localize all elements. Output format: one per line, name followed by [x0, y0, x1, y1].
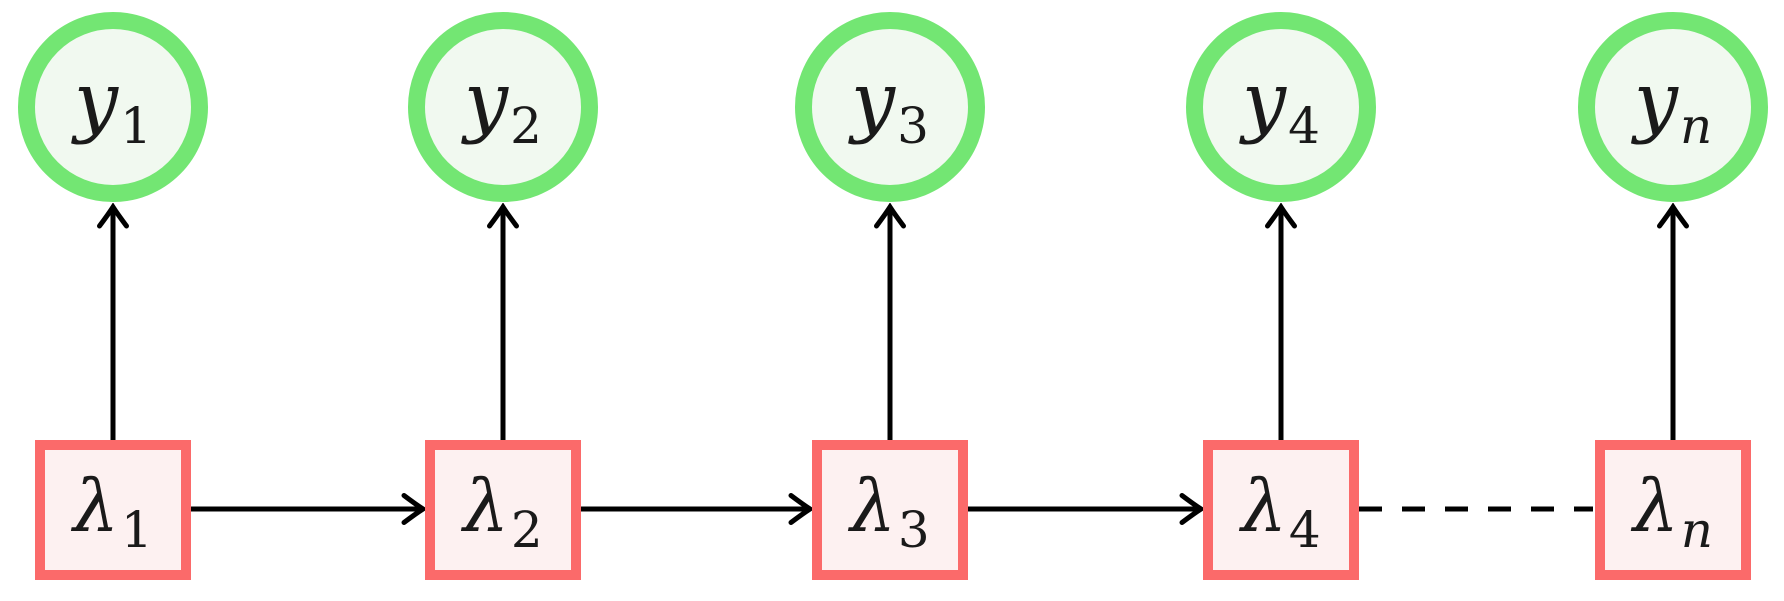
node-label-sub: 1 [120, 97, 152, 155]
node-label-base: y [1633, 56, 1678, 146]
node-label-base: y [1242, 56, 1287, 146]
node-label-sub: 3 [897, 97, 929, 155]
node-label-base: y [74, 56, 119, 146]
node-label-sub: 2 [510, 97, 542, 155]
node-label-base: λ [73, 464, 119, 548]
node-label-base: λ [463, 464, 509, 548]
node-label-base: y [851, 56, 896, 146]
node-label-sub: 3 [897, 501, 930, 559]
node-label-sub: 1 [120, 501, 153, 559]
node-label-base: y [464, 56, 509, 146]
node-label-base: λ [850, 464, 896, 548]
node-label-sub: n [1680, 501, 1713, 559]
node-label-sub: 4 [1288, 501, 1321, 559]
node-label-base: λ [1633, 464, 1679, 548]
node-label-sub: n [1679, 97, 1713, 155]
node-label-base: λ [1241, 464, 1287, 548]
node-label-sub: 4 [1288, 97, 1320, 155]
node-label-sub: 2 [510, 501, 543, 559]
